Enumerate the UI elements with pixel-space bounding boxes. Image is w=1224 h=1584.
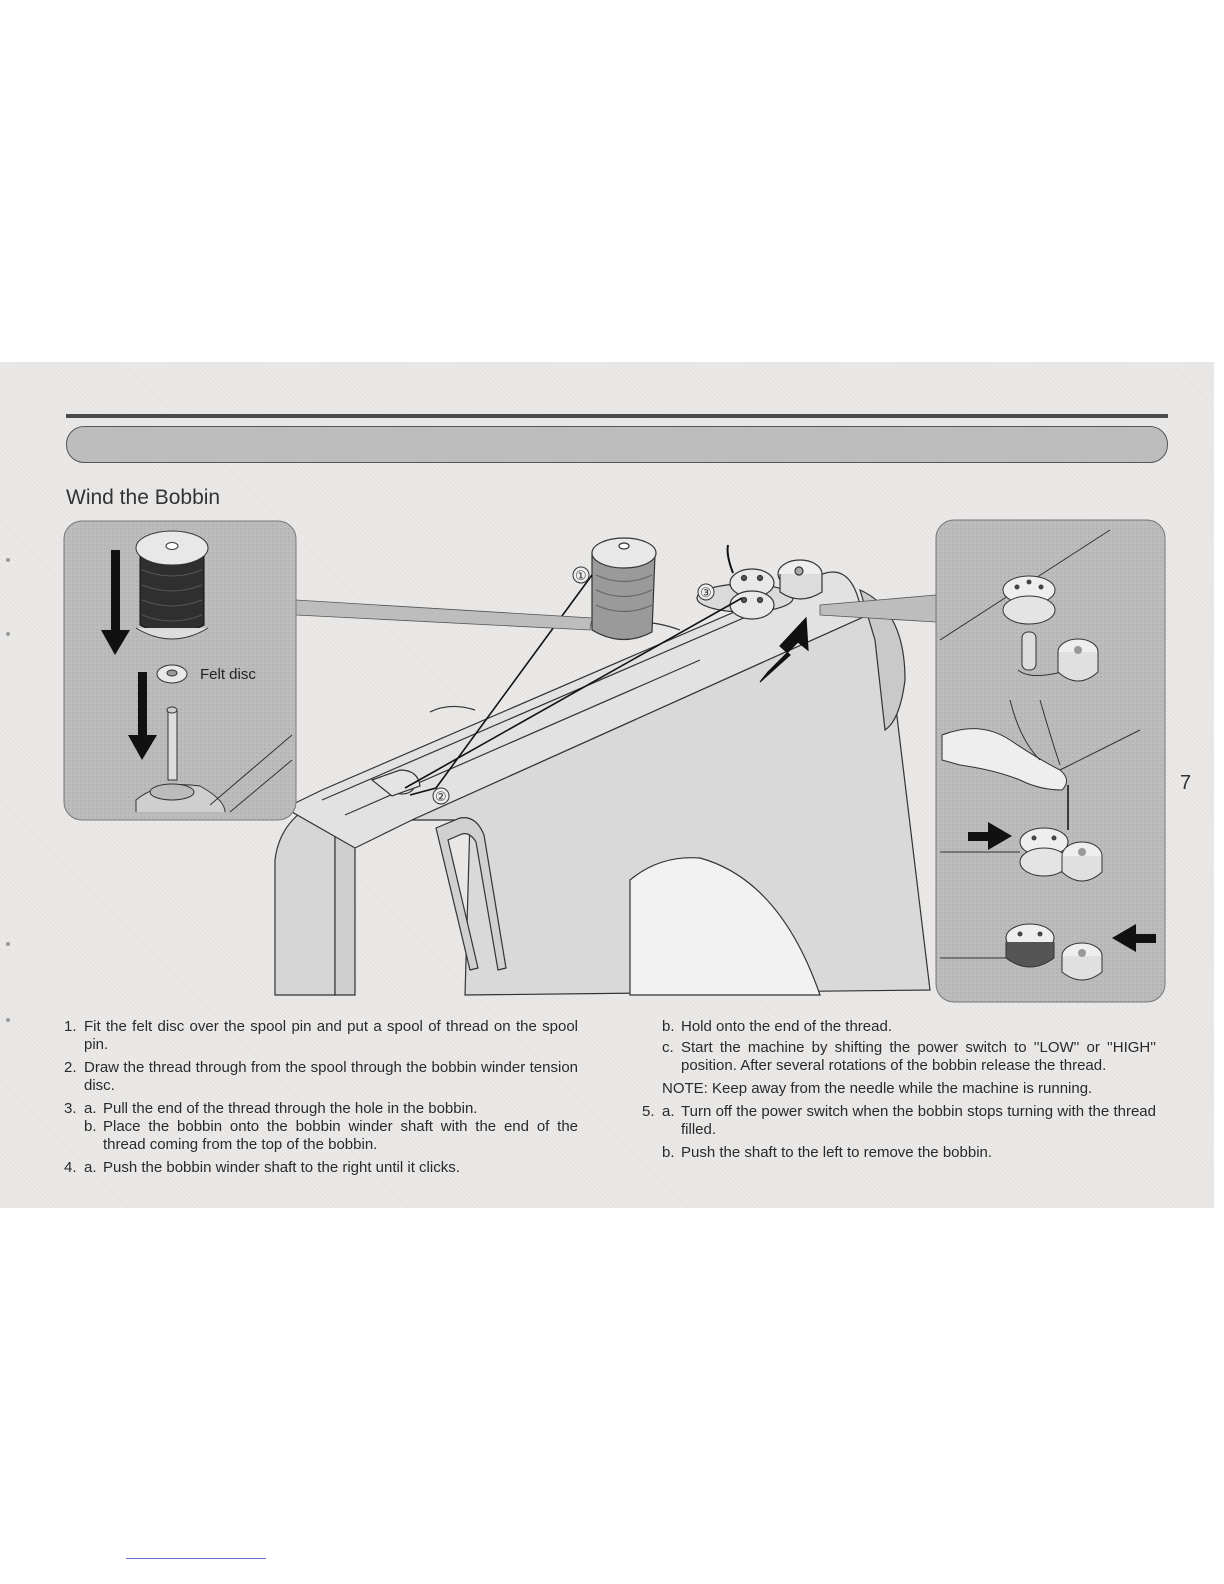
step-text: Push the shaft to the left to remove the…	[681, 1144, 1156, 1162]
step-number: 1.	[64, 1018, 84, 1054]
step-number: 5.	[642, 1103, 662, 1139]
step-letter: a.	[84, 1159, 103, 1177]
step-text: Push the bobbin winder shaft to the righ…	[103, 1159, 578, 1177]
callout-1: ①	[575, 569, 587, 584]
footer-rule	[126, 1558, 266, 1559]
instruction-note: NOTE: Keep away from the needle while th…	[642, 1080, 1156, 1098]
step-letter: a.	[662, 1103, 681, 1139]
callout-3: ③	[700, 586, 712, 601]
step-letter: a.	[84, 1100, 103, 1118]
step-letter: b.	[84, 1118, 103, 1154]
instruction-step-4c: c. Start the machine by shifting the pow…	[642, 1039, 1156, 1075]
instruction-step-2: 2. Draw the thread through from the spoo…	[64, 1059, 578, 1095]
step-letter: b.	[662, 1144, 681, 1162]
step-number: 3.	[64, 1100, 84, 1118]
step-number: 2.	[64, 1059, 84, 1095]
note-text: NOTE: Keep away from the needle while th…	[662, 1080, 1156, 1098]
instruction-step-3a: 3. a. Pull the end of the thread through…	[64, 1100, 578, 1118]
instruction-step-5a: 5. a. Turn off the power switch when the…	[642, 1103, 1156, 1139]
step-text: Place the bobbin onto the bobbin winder …	[103, 1118, 578, 1154]
instruction-step-1: 1. Fit the felt disc over the spool pin …	[64, 1018, 578, 1054]
step-text: Turn off the power switch when the bobbi…	[681, 1103, 1156, 1139]
step-letter: b.	[662, 1018, 681, 1036]
instruction-step-4a: 4. a. Push the bobbin winder shaft to th…	[64, 1159, 578, 1177]
step-text: Start the machine by shifting the power …	[681, 1039, 1156, 1075]
instruction-step-3b: b. Place the bobbin onto the bobbin wind…	[64, 1118, 578, 1154]
instructions-left: 1. Fit the felt disc over the spool pin …	[64, 1018, 578, 1182]
felt-disc-label: Felt disc	[200, 666, 256, 683]
step-text: Fit the felt disc over the spool pin and…	[84, 1018, 578, 1054]
instructions-right: b. Hold onto the end of the thread. c. S…	[642, 1018, 1156, 1167]
step-letter: c.	[662, 1039, 681, 1075]
step-text: Hold onto the end of the thread.	[681, 1018, 1156, 1036]
step-text: Pull the end of the thread through the h…	[103, 1100, 578, 1118]
instruction-step-4b: b. Hold onto the end of the thread.	[642, 1018, 1156, 1036]
step-number: 4.	[64, 1159, 84, 1177]
instruction-step-5b: b. Push the shaft to the left to remove …	[642, 1144, 1156, 1162]
callout-2: ②	[435, 790, 447, 805]
step-text: Draw the thread through from the spool t…	[84, 1059, 578, 1095]
